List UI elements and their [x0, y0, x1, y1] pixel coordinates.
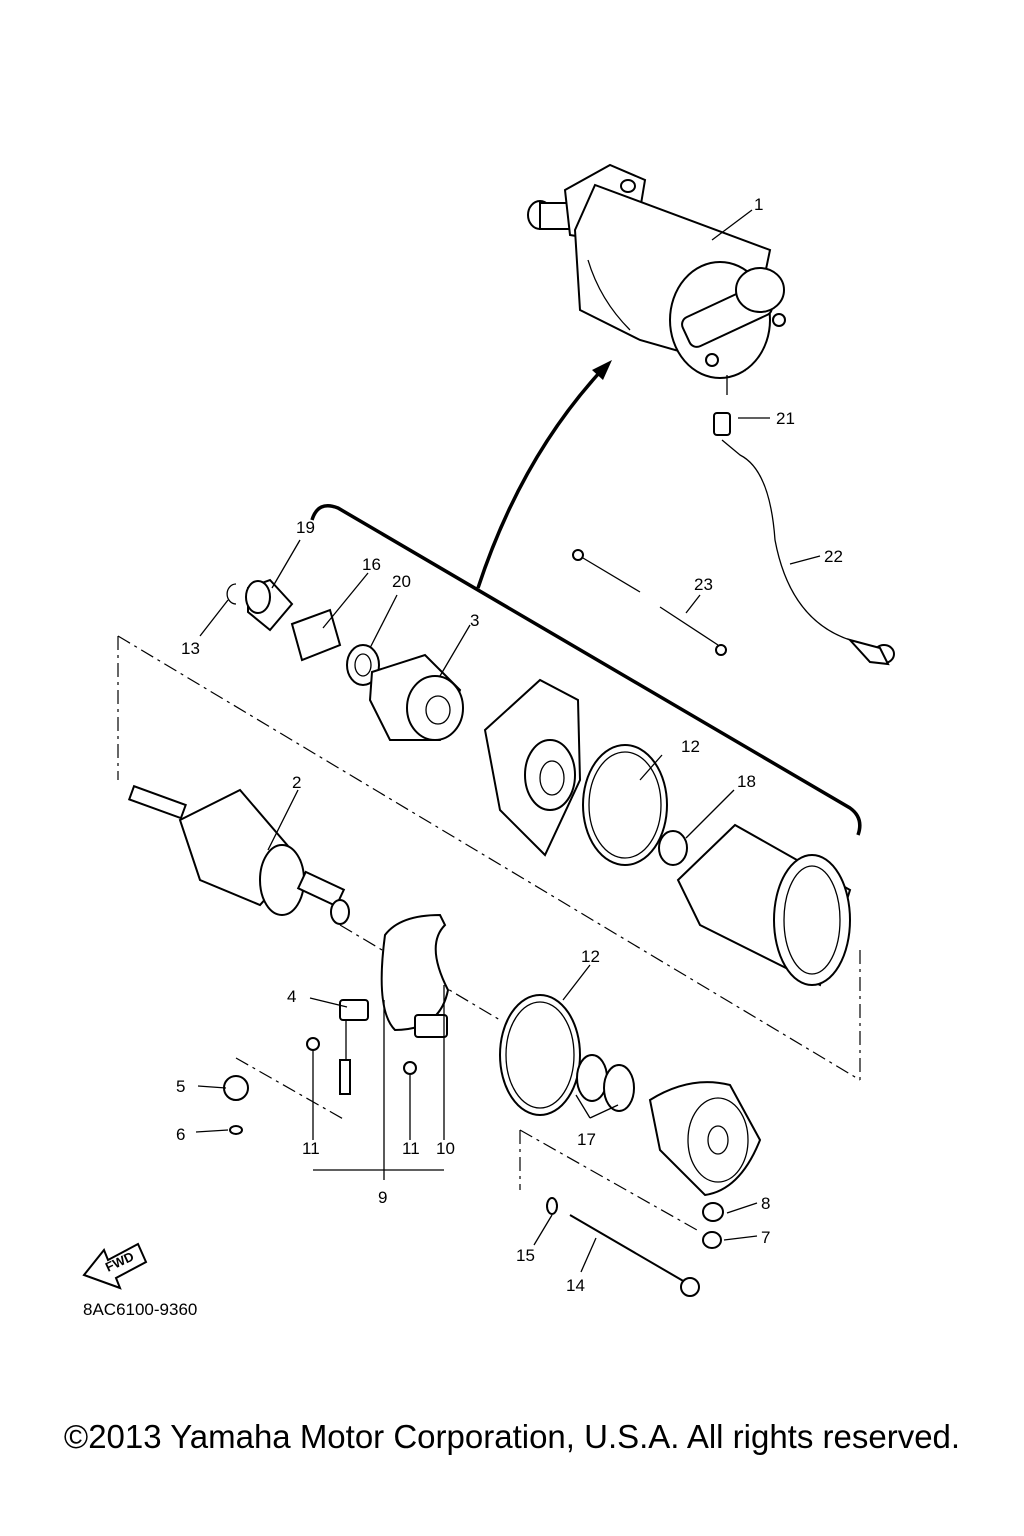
arrow-head	[592, 360, 612, 380]
armature	[127, 784, 350, 925]
terminal-nut-and-wire	[713, 412, 895, 666]
callout-19: 19	[296, 518, 315, 537]
callout-14: 14	[566, 1276, 585, 1295]
ground-leads	[572, 549, 727, 656]
callout-5: 5	[176, 1077, 185, 1096]
o-ring-lower	[499, 994, 581, 1116]
callout-10: 10	[436, 1139, 455, 1158]
callout-13: 13	[181, 639, 200, 658]
washer-6	[229, 1125, 243, 1135]
o-ring-lower-inner	[505, 1001, 575, 1109]
copyright-notice: ©2013 Yamaha Motor Corporation, U.S.A. A…	[63, 1418, 961, 1455]
callouts: 1 2 3 4 5 6 7 8 9 10 11 11 12 12 13 14 1…	[176, 195, 843, 1295]
assembly-lines	[117, 635, 861, 1231]
callout-2: 2	[292, 773, 301, 792]
o-ring-upper-inner	[588, 751, 662, 859]
starter-motor-assembly	[527, 163, 786, 395]
washer-18	[658, 830, 688, 866]
callout-4: 4	[287, 987, 296, 1006]
o-ring-17b	[603, 1064, 635, 1112]
diagram-code: 8AC6100-9360	[83, 1300, 198, 1319]
assembly-arrow	[476, 370, 602, 589]
fwd-arrow-icon: FWD	[82, 1242, 148, 1290]
bolt-5	[223, 1075, 249, 1101]
callout-3: 3	[470, 611, 479, 630]
callout-7: 7	[761, 1228, 770, 1247]
callout-15: 15	[516, 1246, 535, 1265]
callout-11b: 11	[402, 1139, 420, 1158]
callout-22: 22	[824, 547, 843, 566]
callout-23: 23	[694, 575, 713, 594]
front-cover	[483, 678, 582, 857]
callout-9: 9	[378, 1188, 387, 1207]
callout-6: 6	[176, 1125, 185, 1144]
through-bolt-14	[569, 1214, 686, 1283]
group-bracket	[310, 504, 862, 836]
o-ring-15	[546, 1197, 558, 1215]
callout-8: 8	[761, 1194, 770, 1213]
callout-12a: 12	[681, 737, 700, 756]
callout-20: 20	[392, 572, 411, 591]
through-bolt-head	[680, 1277, 700, 1297]
callout-21: 21	[776, 409, 795, 428]
callout-1: 1	[754, 195, 763, 214]
callout-18: 18	[737, 772, 756, 791]
pinion-clutch	[368, 653, 464, 741]
yoke	[676, 823, 852, 987]
o-ring-17a	[576, 1054, 608, 1102]
o-ring-upper	[582, 744, 668, 866]
callout-16: 16	[362, 555, 381, 574]
nut-7	[702, 1231, 722, 1249]
leader-lines	[195, 209, 821, 1273]
brush-plate-assembly	[306, 913, 450, 1095]
callout-12b: 12	[581, 947, 600, 966]
nut-8	[702, 1202, 724, 1222]
rear-cover	[648, 1081, 762, 1197]
callout-11a: 11	[302, 1139, 320, 1158]
callout-17: 17	[577, 1130, 596, 1149]
drive-small-parts	[226, 578, 380, 686]
